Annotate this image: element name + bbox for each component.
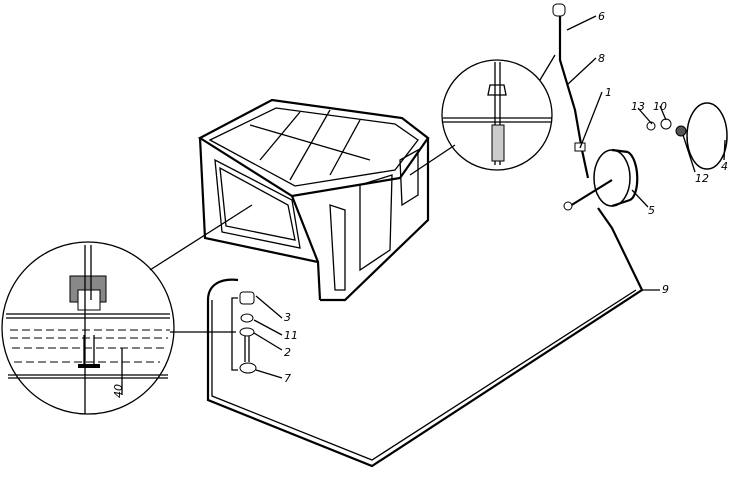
dimension-label: 40	[112, 384, 125, 398]
callout-8: 8	[598, 52, 605, 65]
callout-4: 4	[721, 160, 728, 173]
callout-6: 6	[598, 10, 605, 23]
callout-1: 1	[605, 86, 612, 99]
callout-7: 7	[284, 372, 291, 385]
detail-circle-tank: 40	[1, 204, 253, 415]
detail-circle-mount	[409, 54, 556, 176]
callout-11: 11	[284, 329, 298, 342]
cab	[197, 98, 430, 302]
sensor-parts	[231, 291, 257, 374]
callout-13: 13	[631, 100, 645, 113]
callout-2: 2	[284, 346, 291, 359]
callout-12: 12	[695, 172, 709, 185]
callout-5: 5	[648, 204, 655, 217]
assembly-parts	[563, 102, 728, 211]
callout-9: 9	[662, 283, 669, 296]
callout-10: 10	[653, 100, 667, 113]
callout-3: 3	[284, 311, 291, 324]
